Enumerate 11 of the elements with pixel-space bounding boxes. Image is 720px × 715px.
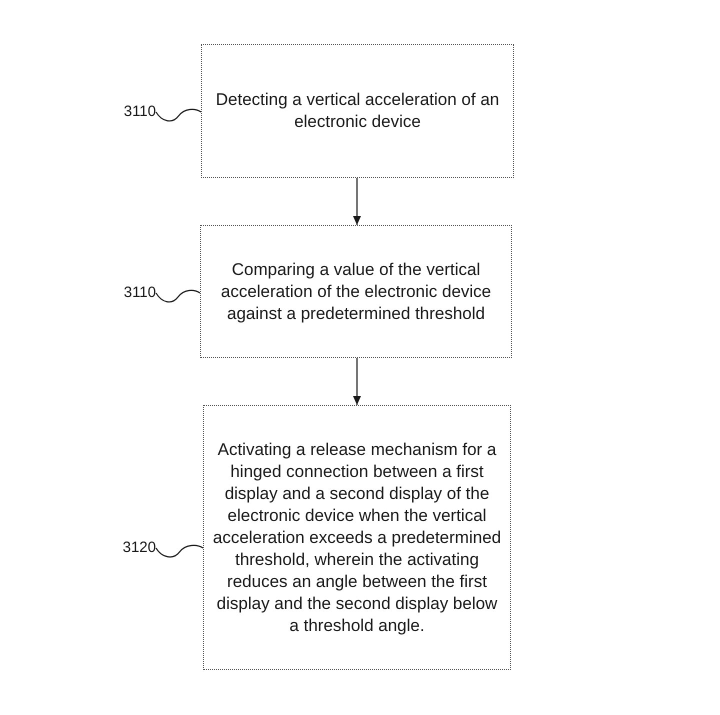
leader-line: [156, 290, 200, 303]
callout-number: 3110: [112, 282, 156, 304]
leader-line: [156, 544, 204, 558]
callout-number: 3120: [112, 537, 156, 559]
callout-number: 3110: [112, 101, 156, 123]
leader-line: [156, 108, 202, 122]
process-box: Activating a release mechanism for a hinged connection between a first display and a second display of the electronic device when the vertical acceleration exceeds a predetermined threshold, wherein the activating reduces an angle between the first display and the second display below a threshold angle.: [203, 405, 511, 670]
process-box: Comparing a value of the vertical acceleration of the electronic device against a predetermined threshold: [200, 225, 512, 358]
arrow: [353, 358, 361, 405]
arrow: [353, 178, 361, 225]
process-box: Detecting a vertical acceleration of an electronic device: [201, 44, 514, 178]
